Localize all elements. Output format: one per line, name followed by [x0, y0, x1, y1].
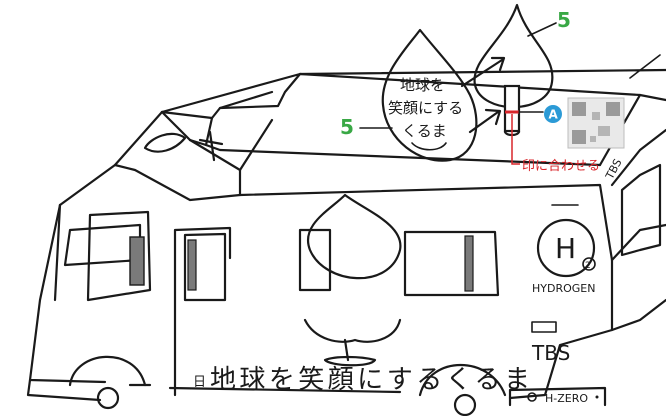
tbs-logo-rear: TBS	[603, 157, 625, 183]
slogan-bubble: 地球を 笑顔にする くるま	[381, 28, 478, 162]
hydrogen-emblem: H 2 HYDROGEN	[532, 218, 596, 295]
front-roof-box	[58, 110, 274, 207]
step-number-top: 5	[557, 8, 571, 32]
license-plate: H-ZERO	[508, 386, 607, 407]
slogan-box-icon: 日	[193, 375, 206, 390]
arrow-right-icon	[468, 110, 500, 134]
hydrogen-word: HYDROGEN	[532, 282, 595, 295]
marker-letter: A	[549, 108, 559, 122]
step-callouts: 5 5	[340, 8, 571, 139]
align-note-text: 印に合わせる	[522, 159, 600, 174]
qr-code	[567, 97, 625, 149]
rear-windows	[620, 163, 662, 257]
align-note: 印に合わせる	[511, 114, 600, 174]
logos: TBS TBS	[531, 157, 625, 365]
hydrogen-subscript: 2	[585, 261, 591, 271]
hydrogen-symbol: H	[555, 232, 576, 265]
arrows	[460, 56, 506, 134]
tbs-logo-side: TBS	[531, 341, 570, 365]
front-windows	[53, 203, 152, 302]
side-door	[173, 226, 232, 397]
drop-decal-icon	[143, 132, 187, 153]
bubble-line-2: 笑顔にする	[388, 99, 463, 117]
plate-text: H-ZERO	[545, 392, 588, 405]
side-slogan: 日 地球を笑顔にするくるま	[193, 365, 530, 395]
arrow-up-icon	[460, 58, 504, 88]
bubble-line-3: くるま	[402, 122, 447, 140]
slogan-text: 地球を笑顔にするくるま	[210, 365, 530, 395]
wheels	[68, 355, 507, 416]
side-windows	[298, 193, 500, 367]
van-body	[26, 128, 666, 402]
marker-a: A	[518, 105, 562, 123]
bubble-line-1: 地球を	[400, 76, 445, 94]
step-number-left: 5	[340, 115, 354, 139]
